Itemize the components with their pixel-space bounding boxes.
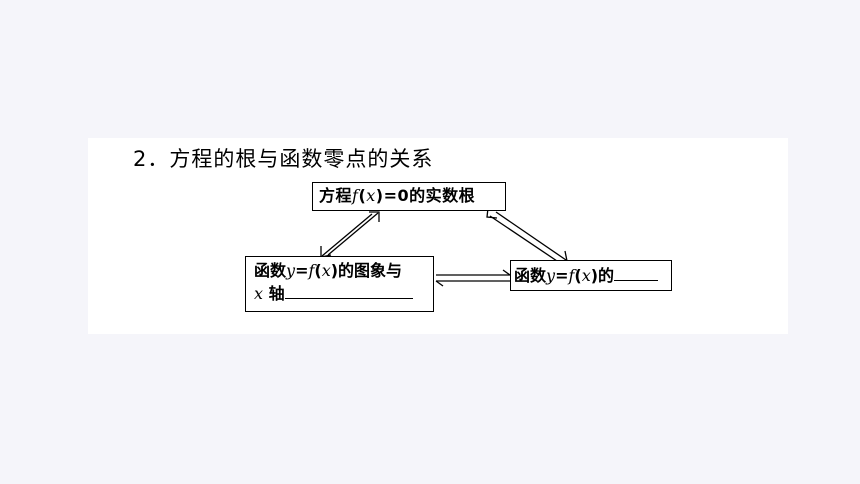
- box-left-post: )的图象与: [330, 261, 403, 280]
- box-top-math-f: f: [352, 186, 359, 205]
- box-top-paren: (: [358, 186, 367, 205]
- box-right-math-y: y: [546, 266, 556, 285]
- answer-blank-right[interactable]: [614, 264, 659, 281]
- box-right-math-f: f: [568, 266, 575, 285]
- arrow-right-to-top: [489, 215, 561, 264]
- section-heading: 2．方程的根与函数零点的关系: [133, 147, 434, 171]
- box-left-line2-axis: 轴: [263, 284, 285, 303]
- answer-blank-left[interactable]: [284, 282, 413, 299]
- arrow-top-to-right: [495, 211, 567, 261]
- box-left-line2: x 轴: [254, 282, 425, 305]
- box-left-math-f: f: [308, 261, 315, 280]
- box-left-paren: (: [314, 261, 322, 280]
- box-top-math-x: x: [366, 186, 376, 205]
- box-left-eq: =: [295, 261, 309, 280]
- box-left-pre: 函数: [254, 261, 287, 280]
- box-left-math-y: y: [286, 261, 296, 280]
- arrow-top-left-pair: [320, 211, 380, 258]
- box-top-post: )=0的实数根: [375, 186, 476, 205]
- box-right-paren: (: [574, 266, 582, 285]
- box-function-zeros: 函数y=f(x)的: [510, 260, 672, 291]
- content-panel: [88, 138, 788, 334]
- box-right-pre: 函数: [514, 266, 547, 285]
- arrowhead-left-end: [435, 280, 444, 287]
- box-right-post: )的: [590, 266, 615, 285]
- arrowhead-top-left: [369, 211, 380, 222]
- arrow-left-to-top: [327, 212, 379, 256]
- arrow-left-right-pair: [435, 269, 511, 287]
- arrowhead-top-right: [486, 207, 498, 219]
- arrowhead-right-end: [502, 269, 511, 276]
- box-right-eq: =: [555, 266, 569, 285]
- box-right-math-x: x: [581, 266, 591, 285]
- box-left-line2-x: x: [254, 284, 264, 303]
- box-left-line1: 函数y=f(x)的图象与: [254, 260, 425, 282]
- arrow-top-right-pair: [486, 207, 568, 264]
- box-top-pre: 方程: [319, 186, 353, 205]
- arrow-top-to-left: [321, 213, 373, 257]
- box-left-math-x: x: [321, 261, 331, 280]
- box-equation-real-roots: 方程f(x)=0的实数根: [312, 182, 506, 211]
- box-graph-x-axis: 函数y=f(x)的图象与 x 轴: [245, 256, 434, 312]
